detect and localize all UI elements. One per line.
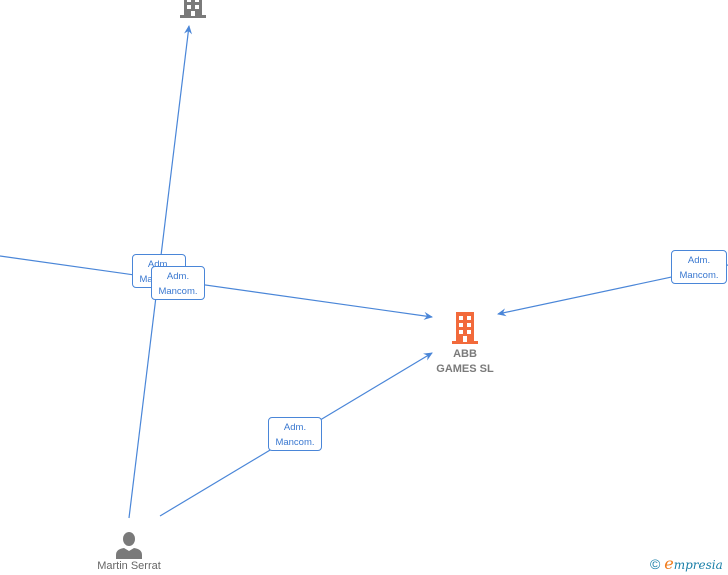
brand-logo: empresia (664, 554, 723, 573)
edge-label-line1: Adm. (283, 422, 307, 433)
person-icon (116, 532, 142, 559)
main-company-label: ABB GAMES SL (425, 347, 505, 377)
building-icon (452, 312, 478, 344)
person-node[interactable]: Martin Serrat (84, 530, 174, 573)
footer-brand: © empresia (650, 554, 723, 573)
edge-label-line2: Mancom. (679, 270, 719, 281)
building-icon (180, 0, 206, 18)
edge-label-right[interactable]: Adm. Mancom. (671, 250, 727, 284)
edge-label-line1: Adm. (166, 271, 190, 282)
edge-label-person-main[interactable]: Adm. Mancom. (268, 417, 322, 451)
person-label: Martin Serrat (97, 560, 161, 572)
brand-rest: mpresia (673, 558, 723, 572)
edge-label-line2: Mancom. (158, 286, 198, 297)
copyright-icon: © (650, 556, 661, 572)
edge-label-line1: Adm. (687, 255, 711, 266)
main-company-label-line2: GAMES SL (436, 363, 494, 375)
edge-label-line1: Adm. (147, 259, 171, 270)
edge-left-to-main (0, 255, 433, 320)
brand-initial: e (664, 554, 674, 573)
main-company-node[interactable]: ABB GAMES SL (425, 311, 505, 377)
main-company-label-line1: ABB (453, 348, 477, 360)
edge-label-line2: Mancom. (275, 437, 315, 448)
edge-label-top[interactable]: Adm. Mancom. (151, 266, 205, 300)
top-company-node[interactable] (178, 0, 208, 20)
